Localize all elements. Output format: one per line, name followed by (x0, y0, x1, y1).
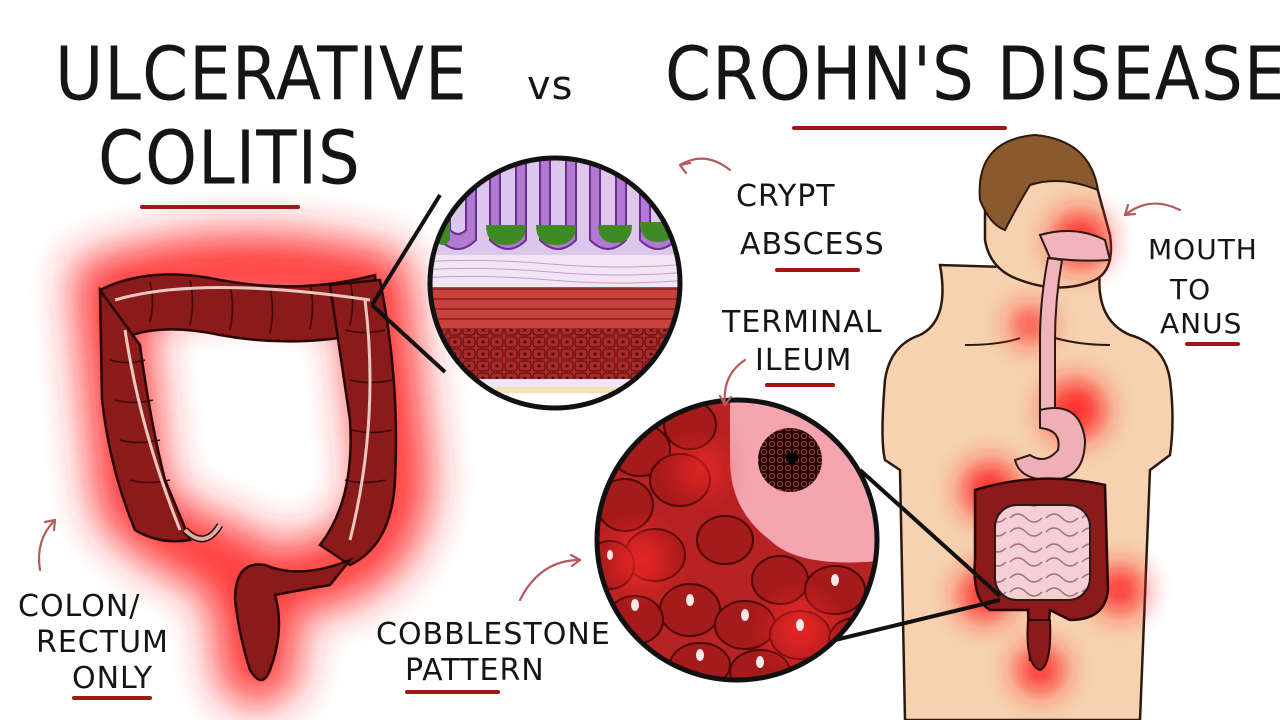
arrow-colon (37, 518, 57, 572)
label-anus: ANUS (1160, 307, 1243, 340)
label-pattern: PATTERN (405, 653, 545, 688)
title-colitis: COLITIS (98, 115, 361, 202)
arrow-crypt (678, 157, 732, 172)
arrow-terminal (723, 358, 747, 407)
title-crohns: CROHN'S DISEASE (665, 31, 1280, 118)
underline-colitis (140, 205, 300, 209)
underline-only (72, 696, 152, 700)
crypt-lens-border (427, 155, 683, 411)
label-terminal: TERMINAL (722, 305, 883, 340)
label-to: TO (1170, 273, 1212, 306)
underline-crohns (792, 126, 1007, 130)
label-crypt: CRYPT (736, 179, 836, 214)
title-vs: vs (527, 63, 574, 109)
label-rectum: RECTUM (36, 625, 169, 660)
title-ulcerative: ULCERATIVE (55, 31, 468, 118)
underline-abscess (775, 268, 860, 272)
body-diagram (881, 133, 1174, 720)
cobblestone-lens-border (594, 397, 880, 683)
crypt-abscess-magnified (430, 158, 680, 408)
arrow-cobble (518, 558, 582, 602)
label-only: ONLY (72, 661, 154, 696)
underline-ileum (765, 383, 835, 387)
cobblestone-magnified (597, 400, 877, 680)
label-ileum: ILEUM (755, 343, 853, 378)
colon-diagram (72, 233, 431, 707)
label-mouth: MOUTH (1148, 233, 1258, 266)
underline-pattern (405, 690, 500, 694)
underline-anus (1185, 342, 1240, 346)
label-abscess: ABSCESS (740, 227, 885, 262)
label-cobblestone: COBBLESTONE (376, 617, 611, 652)
arrow-mouth (1123, 202, 1182, 217)
label-colon: COLON/ (18, 589, 141, 624)
